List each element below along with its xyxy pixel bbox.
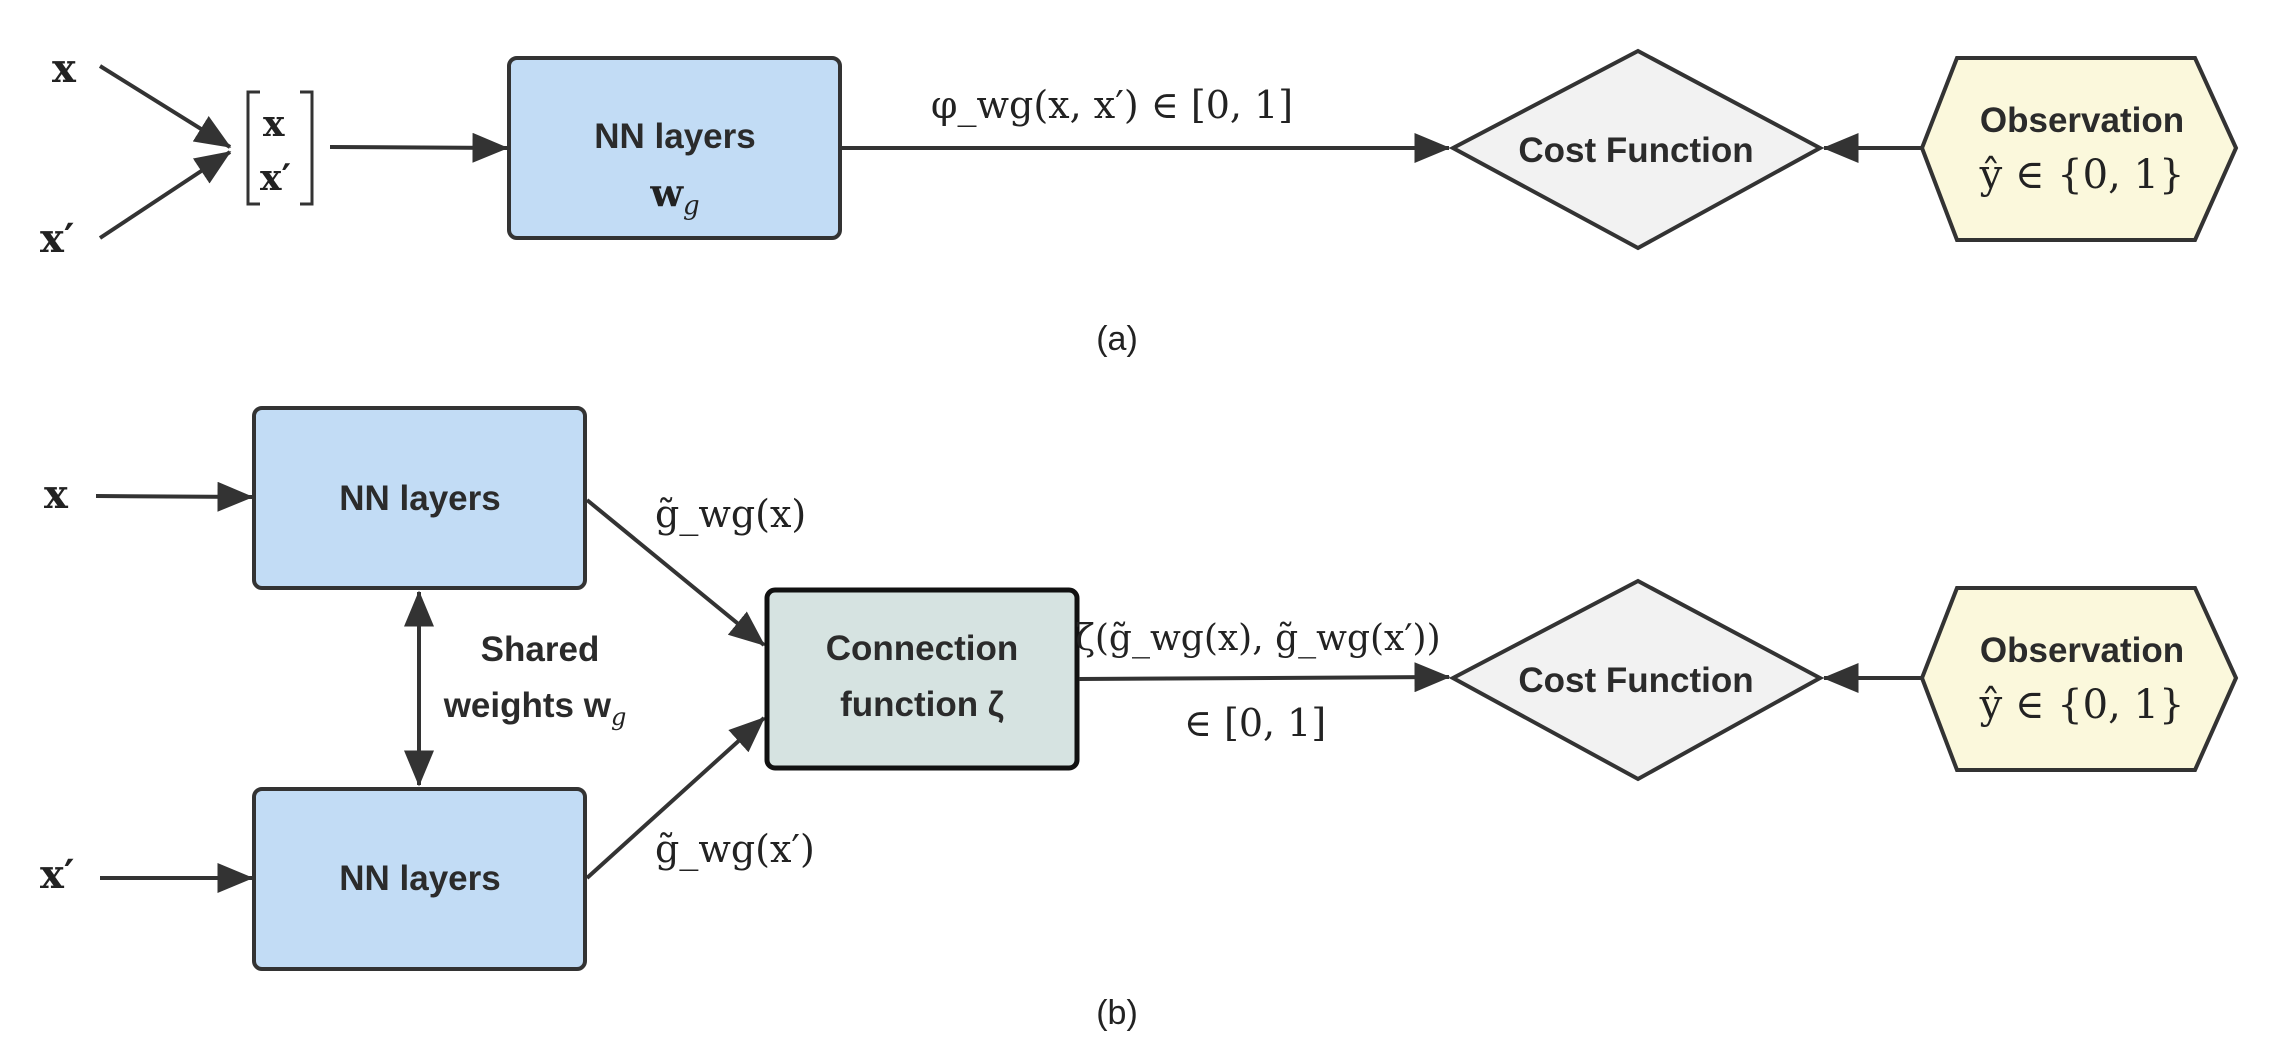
input-x-label-b: x: [44, 471, 69, 518]
arrow-x-prime-to-stack: [98, 150, 232, 240]
nn-layers-box: [507, 56, 842, 240]
cost-function-diamond-b: [1448, 578, 1825, 782]
panel-b: x x′ NN layers NN layers Shared weights …: [40, 406, 2239, 1032]
connection-range-label: ∈ [0, 1]: [1184, 701, 1326, 745]
arrow-stack-to-nn: [329, 132, 509, 163]
connection-output-label: ζ(g̃_wg(x), g̃_wg(x′)): [1075, 618, 1440, 659]
nn-layers-label: NN layers: [594, 117, 755, 156]
observation-hexagon: [1919, 56, 2239, 242]
arrow-connection-to-cost: [1078, 662, 1451, 693]
nn-layers-top-label: NN layers: [339, 479, 500, 518]
embedding-bottom-label: g̃_wg(x′): [655, 827, 815, 872]
observation-label: Observation: [1980, 101, 2184, 140]
cost-function-label-b: Cost Function: [1518, 661, 1753, 700]
input-x-label: x: [52, 45, 77, 92]
panel-a: x x′ x x′ NN layers wg φ_wg(x, x′) ∈ [0,…: [40, 45, 2239, 358]
connection-line2: function ζ: [840, 685, 1004, 724]
input-x-prime-label-b: x′: [40, 851, 74, 898]
cost-function-label: Cost Function: [1518, 131, 1753, 170]
similarity-output-label: φ_wg(x, x′) ∈ [0, 1]: [931, 83, 1293, 128]
observation-hexagon-b: [1919, 586, 2239, 772]
stack-bracket-right: [300, 90, 314, 206]
nn-weights-label: wg: [649, 170, 699, 221]
cost-function-diamond: [1448, 48, 1825, 251]
observation-value-b: ŷ ∈ {0, 1}: [1979, 682, 2185, 728]
observation-label-b: Observation: [1980, 631, 2184, 670]
arrow-x-to-nn-top: [95, 481, 254, 512]
arrow-nn-top-to-connection: [585, 498, 766, 647]
connection-line1: Connection: [826, 629, 1018, 668]
nn-layers-top-box: [252, 406, 587, 590]
observation-value: ŷ ∈ {0, 1}: [1979, 152, 2185, 198]
stack-bracket-left: [246, 90, 260, 206]
shared-weights-line1: Shared: [481, 630, 600, 669]
caption-b: (b): [1096, 994, 1138, 1032]
shared-weights-line2: weights wg: [443, 686, 627, 731]
arrow-nn-bottom-to-connection: [585, 716, 766, 880]
input-x-prime-label: x′: [40, 215, 74, 262]
stack-bottom-label: x′: [260, 157, 291, 199]
arrow-x-to-stack: [98, 64, 232, 149]
nn-layers-bottom-box: [252, 787, 587, 971]
connection-function-box: [764, 587, 1080, 771]
embedding-top-label: g̃_wg(x): [655, 492, 806, 537]
nn-layers-bottom-label: NN layers: [339, 859, 500, 898]
stack-top-label: x: [263, 103, 285, 145]
caption-a: (a): [1096, 320, 1138, 358]
